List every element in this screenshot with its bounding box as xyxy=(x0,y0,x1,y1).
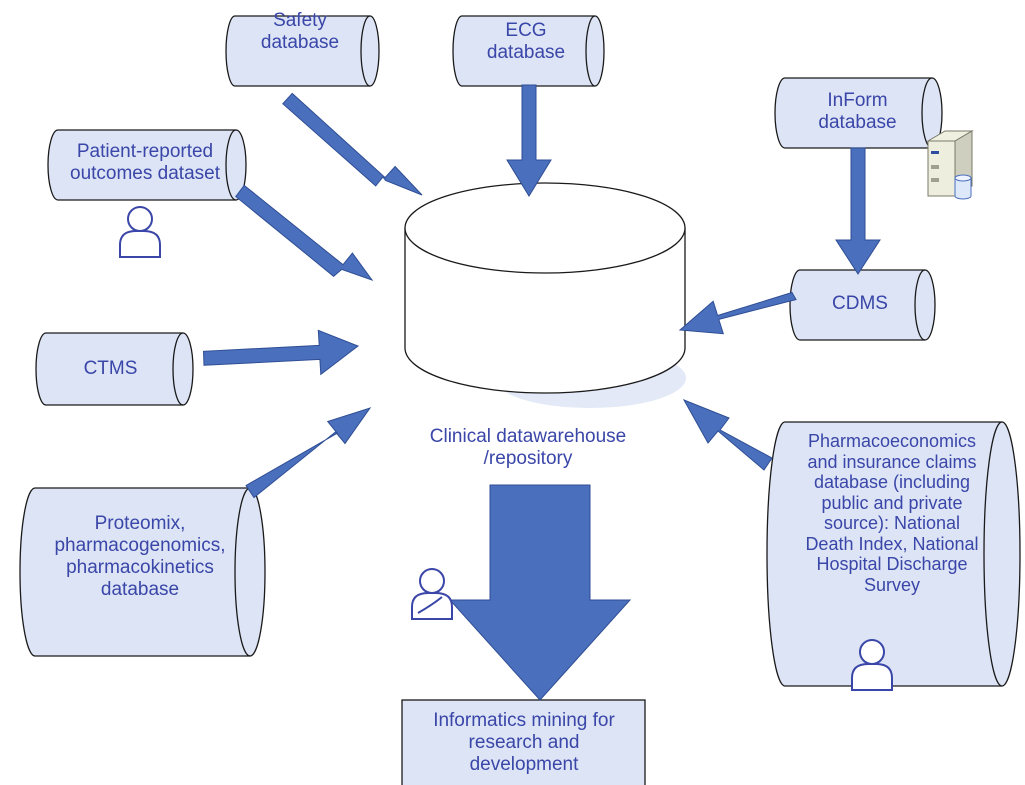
arrow-patient-to-warehouse xyxy=(235,184,374,282)
cdms-label: CDMS xyxy=(832,293,888,314)
inform-database-label: InForm database xyxy=(818,90,897,133)
ecg-database-label: ECG database xyxy=(486,20,566,63)
arrow-proteomix-to-warehouse xyxy=(245,407,372,499)
user-icon xyxy=(411,568,453,620)
arrow-ctms-to-warehouse xyxy=(202,329,360,376)
patient-reported-outcomes-node xyxy=(47,129,247,201)
arrow-cdms-to-warehouse xyxy=(678,291,797,335)
safety-database-label: Safety database xyxy=(260,10,340,53)
cdms-node xyxy=(789,269,936,341)
ecg-database-node xyxy=(452,15,605,87)
arrow-inform-to-cdms xyxy=(835,147,881,275)
arrow-warehouse-to-informatics xyxy=(448,484,632,701)
warehouse-cylinder xyxy=(404,182,686,394)
database-icon xyxy=(954,174,972,200)
proteomix-database-label: Proteomix, pharmacogenomics, pharmacokin… xyxy=(54,513,226,600)
user-icon xyxy=(119,206,161,258)
pharmacoeconomics-database-label: Pharmacoeconomics and insurance claims d… xyxy=(805,431,979,595)
pharmacoeconomics-database-node xyxy=(766,421,1021,687)
user-icon xyxy=(851,639,893,691)
arrow-pharmaco-to-warehouse xyxy=(682,399,773,471)
warehouse-label: Clinical datawarehouse /repository xyxy=(429,426,627,469)
informatics-mining-box xyxy=(401,699,646,785)
safety-database-node xyxy=(225,15,380,87)
proteomix-database-node xyxy=(19,487,266,657)
patient-reported-outcomes-label: Patient-reported outcomes dataset xyxy=(70,141,220,184)
ctms-node xyxy=(35,332,194,406)
ctms-label: CTMS xyxy=(83,358,138,379)
arrow-safety-to-warehouse xyxy=(282,92,423,196)
arrow-ecg-to-warehouse xyxy=(506,84,552,197)
informatics-mining-label: Informatics mining for research and deve… xyxy=(433,710,615,775)
